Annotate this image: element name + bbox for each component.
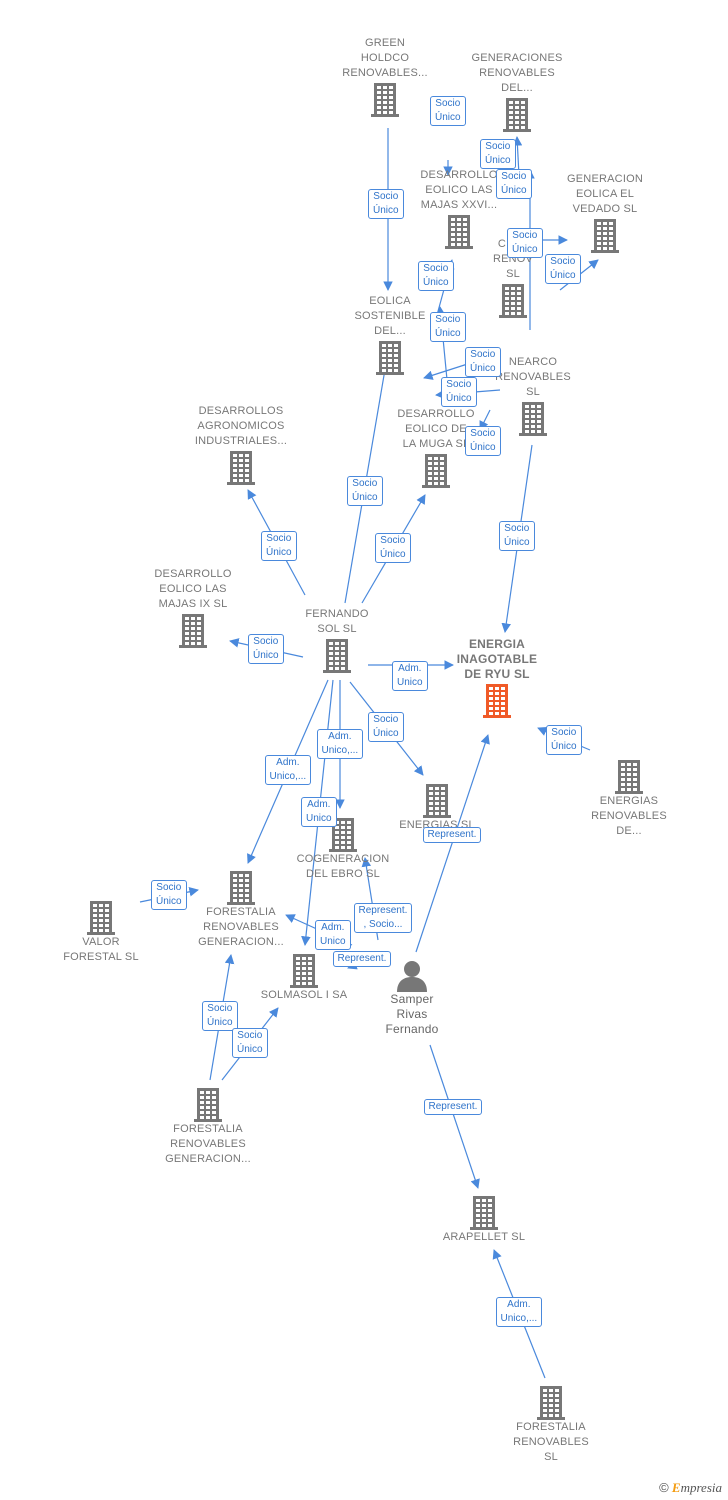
edge-label[interactable]: Socio Único bbox=[430, 312, 466, 342]
node-energia-inagotable[interactable]: ENERGIA INAGOTABLE DE RYU SL bbox=[437, 637, 557, 718]
edge-samper-to-arapellet bbox=[429, 1044, 480, 1189]
building-icon bbox=[422, 454, 450, 488]
building-icon bbox=[323, 639, 351, 673]
node-forestalia-generacion-2[interactable]: FORESTALIA RENOVABLES GENERACION... bbox=[148, 1086, 268, 1167]
building-icon bbox=[445, 215, 473, 249]
person-icon bbox=[397, 961, 427, 992]
building-icon bbox=[591, 219, 619, 253]
edge-label[interactable]: Adm. Unico bbox=[392, 661, 428, 691]
building-icon bbox=[483, 684, 511, 718]
edge-label[interactable]: Adm. Unico bbox=[315, 920, 351, 950]
edge-label[interactable]: Socio Único bbox=[261, 531, 297, 561]
edge-label[interactable]: Socio Único bbox=[248, 634, 284, 664]
node-label: ENERGIA INAGOTABLE DE RYU SL bbox=[456, 637, 538, 681]
node-label: Samper Rivas Fernando bbox=[385, 992, 439, 1036]
node-desarrollos-agronomicos[interactable]: DESARROLLOS AGRONOMICOS INDUSTRIALES... bbox=[181, 404, 301, 485]
building-icon bbox=[503, 98, 531, 132]
node-energias-renovables[interactable]: ENERGIAS RENOVABLES DE... bbox=[569, 758, 689, 839]
node-label: EOLICA SOSTENIBLE DEL... bbox=[354, 295, 426, 337]
building-icon bbox=[227, 451, 255, 485]
node-desarrollo-majas-xxvi[interactable]: DESARROLLO EOLICO LAS MAJAS XXVI... bbox=[399, 168, 519, 249]
empresia-logo: © Empresia bbox=[659, 1480, 722, 1495]
edge-label[interactable]: Socio Único bbox=[430, 96, 466, 126]
node-label: SOLMASOL I SA bbox=[260, 989, 348, 1001]
node-label: ARAPELLET SL bbox=[442, 1231, 526, 1243]
edge-label[interactable]: Adm. Unico,... bbox=[495, 1297, 543, 1327]
building-icon bbox=[376, 341, 404, 375]
node-label: GENERACION EOLICA EL VEDADO SL bbox=[567, 173, 643, 215]
node-samper[interactable]: Samper Rivas Fernando bbox=[352, 960, 472, 1037]
edge-label[interactable]: Represent. bbox=[332, 951, 392, 967]
node-nearco[interactable]: NEARCO RENOVABLES SL bbox=[473, 355, 593, 436]
edge-label[interactable]: Socio Único bbox=[347, 476, 383, 506]
node-label: COGENERACION DEL EBRO SL bbox=[296, 853, 390, 880]
edge-label[interactable]: Socio Único bbox=[418, 261, 454, 291]
node-label: FORESTALIA RENOVABLES GENERACION... bbox=[165, 1123, 251, 1165]
building-icon bbox=[87, 901, 115, 935]
edge-label[interactable]: Socio Único bbox=[232, 1028, 268, 1058]
edge-label[interactable]: Socio Único bbox=[507, 228, 543, 258]
building-icon bbox=[329, 818, 357, 852]
node-eolica-sostenible[interactable]: EOLICA SOSTENIBLE DEL... bbox=[330, 294, 450, 375]
edge-label[interactable]: Socio Único bbox=[441, 377, 477, 407]
edge-label[interactable]: Adm. Unico bbox=[301, 797, 337, 827]
building-icon bbox=[499, 284, 527, 318]
edge-label[interactable]: Adm. Unico,... bbox=[264, 755, 312, 785]
building-icon bbox=[227, 871, 255, 905]
node-label: DESARROLLO EOLICO LAS MAJAS IX SL bbox=[154, 568, 232, 610]
node-green-holdco[interactable]: GREEN HOLDCO RENOVABLES... bbox=[325, 36, 445, 117]
edge-label[interactable]: Socio Único bbox=[546, 725, 582, 755]
building-icon bbox=[423, 784, 451, 818]
edge-label[interactable]: Socio Único bbox=[480, 139, 516, 169]
edge-label[interactable]: Represent. , Socio... bbox=[353, 903, 413, 933]
edge-label[interactable]: Socio Único bbox=[496, 169, 532, 199]
edge-label[interactable]: Socio Único bbox=[499, 521, 535, 551]
building-icon bbox=[519, 402, 547, 436]
node-label: FORESTALIA RENOVABLES GENERACION... bbox=[198, 906, 284, 948]
building-icon bbox=[194, 1088, 222, 1122]
node-clar-renov[interactable]: CLAR RENOV SL bbox=[453, 237, 573, 318]
node-fernando-sol[interactable]: FERNANDO SOL SL bbox=[277, 607, 397, 673]
building-icon bbox=[615, 760, 643, 794]
building-icon bbox=[371, 83, 399, 117]
edge-label[interactable]: Socio Único bbox=[465, 426, 501, 456]
edge-label[interactable]: Socio Único bbox=[151, 880, 187, 910]
node-label: FORESTALIA RENOVABLES SL bbox=[513, 1421, 589, 1463]
node-label: DESARROLLO EOLICO DE LA MUGA SL bbox=[397, 408, 475, 450]
node-label: ENERGIAS RENOVABLES DE... bbox=[591, 795, 667, 837]
node-label: FERNANDO SOL SL bbox=[305, 608, 369, 635]
edge-label[interactable]: Socio Único bbox=[465, 347, 501, 377]
node-valor-forestal[interactable]: VALOR FORESTAL SL bbox=[41, 899, 161, 965]
node-label: VALOR FORESTAL SL bbox=[63, 936, 139, 963]
node-desarrollo-majas-ix[interactable]: DESARROLLO EOLICO LAS MAJAS IX SL bbox=[133, 567, 253, 648]
node-solmasol[interactable]: SOLMASOL I SA bbox=[244, 952, 364, 1003]
node-arapellet[interactable]: ARAPELLET SL bbox=[424, 1194, 544, 1245]
node-generaciones-renovables[interactable]: GENERACIONES RENOVABLES DEL... bbox=[457, 51, 577, 132]
node-label: GENERACIONES RENOVABLES DEL... bbox=[471, 52, 563, 94]
node-cogeneracion-ebro[interactable]: COGENERACION DEL EBRO SL bbox=[283, 816, 403, 882]
edge-label[interactable]: Adm. Unico,... bbox=[316, 729, 364, 759]
edge-samper-to-energia-inagotable bbox=[415, 734, 490, 953]
building-icon bbox=[470, 1196, 498, 1230]
edge-label[interactable]: Represent. bbox=[423, 1099, 483, 1115]
node-generacion-vedado[interactable]: GENERACION EOLICA EL VEDADO SL bbox=[545, 172, 665, 253]
building-icon bbox=[290, 954, 318, 988]
edge-label[interactable]: Socio Único bbox=[368, 189, 404, 219]
node-desarrollo-muga[interactable]: DESARROLLO EOLICO DE LA MUGA SL bbox=[376, 407, 496, 488]
node-label: DESARROLLOS AGRONOMICOS INDUSTRIALES... bbox=[194, 405, 288, 447]
building-icon bbox=[537, 1386, 565, 1420]
edge-label[interactable]: Represent. bbox=[422, 827, 482, 843]
node-forestalia-generacion-1[interactable]: FORESTALIA RENOVABLES GENERACION... bbox=[181, 869, 301, 950]
node-forestalia-renovables[interactable]: FORESTALIA RENOVABLES SL bbox=[491, 1384, 611, 1465]
node-label: DESARROLLO EOLICO LAS MAJAS XXVI... bbox=[420, 169, 498, 211]
node-label: GREEN HOLDCO RENOVABLES... bbox=[342, 37, 428, 79]
building-icon bbox=[179, 614, 207, 648]
edge-label[interactable]: Socio Único bbox=[368, 712, 404, 742]
node-label: NEARCO RENOVABLES SL bbox=[495, 356, 571, 398]
edge-label[interactable]: Socio Único bbox=[375, 533, 411, 563]
edge-label[interactable]: Socio Único bbox=[545, 254, 581, 284]
edge-label[interactable]: Socio Único bbox=[202, 1001, 238, 1031]
